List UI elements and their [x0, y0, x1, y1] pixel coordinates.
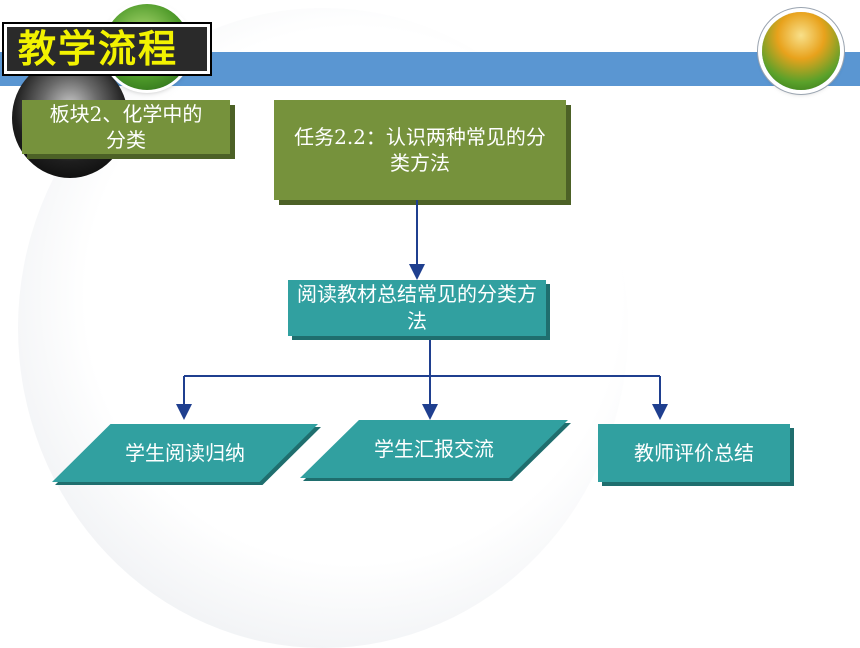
module-label: 板块2、化学中的分类 — [49, 102, 203, 152]
step-box-1: 学生阅读归纳 — [52, 424, 321, 485]
center-label: 阅读教材总结常见的分类方法 — [297, 282, 537, 333]
step-label-1: 学生阅读归纳 — [125, 440, 245, 465]
page-title: 教学流程 — [18, 26, 179, 71]
step-box-2: 学生汇报交流 — [300, 420, 571, 481]
title-frame — [2, 22, 212, 76]
task-label: 任务2.2：认识两种常见的分类方法 — [294, 125, 546, 175]
flower-photo — [762, 12, 840, 90]
module-box: 板块2、化学中的分类 — [22, 100, 230, 154]
center-box: 阅读教材总结常见的分类方法 — [288, 280, 546, 336]
step-box-3: 教师评价总结 — [598, 424, 790, 482]
task-box: 任务2.2：认识两种常见的分类方法 — [274, 100, 566, 200]
step-label-2: 学生汇报交流 — [374, 436, 494, 461]
step-label-3: 教师评价总结 — [634, 440, 754, 465]
